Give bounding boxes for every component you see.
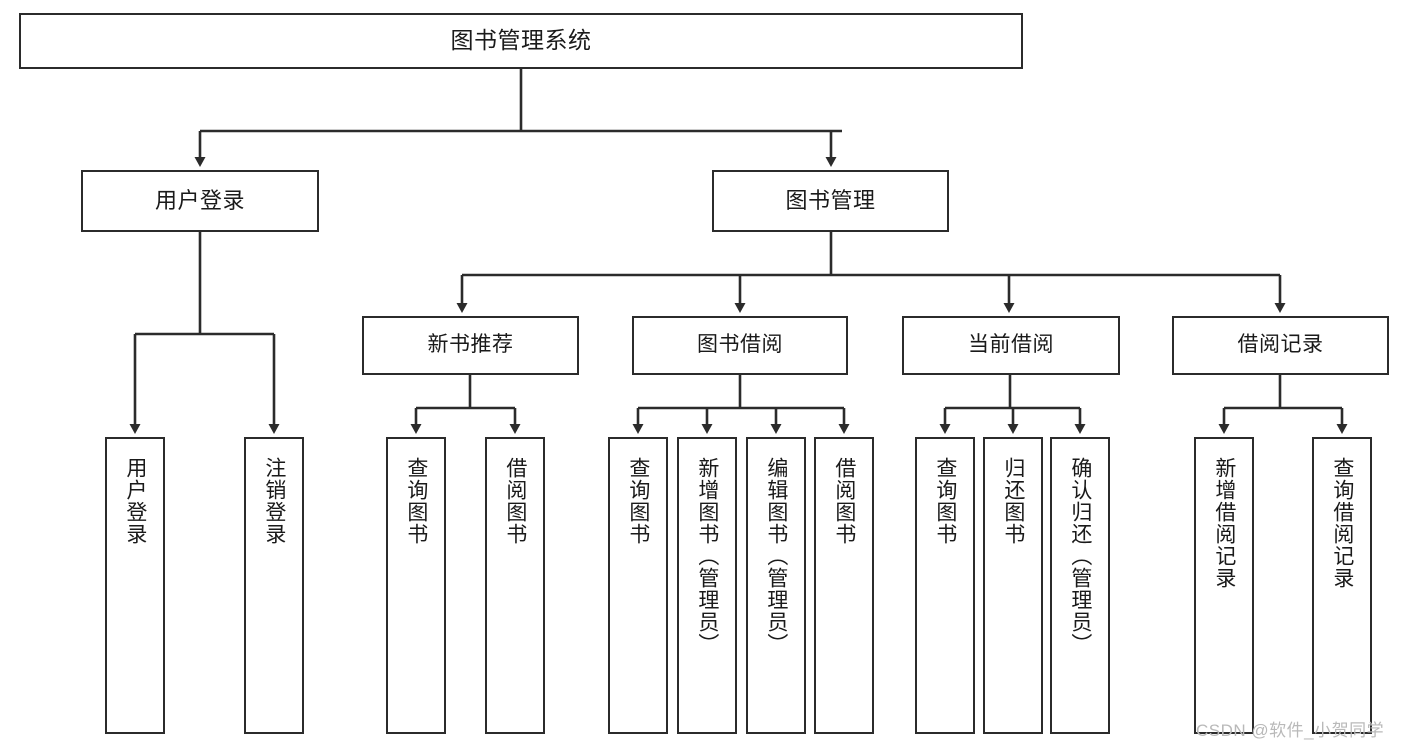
edges-root-to-level2 bbox=[194, 69, 842, 167]
node-book-borrow[interactable]: 图书借阅 bbox=[632, 316, 848, 375]
node-leaf-query-book-borrow[interactable]: 查询图书 bbox=[608, 437, 668, 734]
edges-user-login-to-leaves bbox=[129, 232, 280, 434]
node-leaf-borrow-book[interactable]: 借阅图书 bbox=[814, 437, 874, 734]
node-leaf-add-book[interactable]: 新增图书（管理员） bbox=[677, 437, 737, 734]
edges-new-book-recommend-to-leaves bbox=[410, 375, 521, 434]
node-label: 查询图书 bbox=[626, 457, 650, 545]
node-label: 图书管理 bbox=[785, 188, 876, 214]
node-borrow-record[interactable]: 借阅记录 bbox=[1172, 316, 1389, 375]
node-label: 新增借阅记录 bbox=[1212, 457, 1236, 589]
node-label: 用户登录 bbox=[123, 457, 147, 545]
node-leaf-query-book-current[interactable]: 查询图书 bbox=[915, 437, 975, 734]
node-leaf-user-login[interactable]: 用户登录 bbox=[105, 437, 165, 734]
node-label: 用户登录 bbox=[154, 188, 245, 214]
node-leaf-return-book[interactable]: 归还图书 bbox=[983, 437, 1043, 734]
node-current-borrow[interactable]: 当前借阅 bbox=[902, 316, 1120, 375]
edges-book-manage-to-level3 bbox=[456, 232, 1286, 313]
node-label: 图书借阅 bbox=[697, 333, 783, 357]
node-book-manage[interactable]: 图书管理 bbox=[712, 170, 949, 232]
node-new-book-recommend[interactable]: 新书推荐 bbox=[362, 316, 579, 375]
node-label: 图书管理系统 bbox=[450, 27, 592, 54]
node-label: 确认归还（管理员） bbox=[1068, 457, 1092, 655]
node-label: 编辑图书（管理员） bbox=[764, 457, 788, 655]
csdn-watermark: CSDN @软件_小贺同学 bbox=[1196, 721, 1385, 740]
node-leaf-query-book-new[interactable]: 查询图书 bbox=[386, 437, 446, 734]
edges-current-borrow-to-leaves bbox=[939, 375, 1086, 434]
node-leaf-query-record[interactable]: 查询借阅记录 bbox=[1312, 437, 1372, 734]
node-label: 借阅图书 bbox=[832, 457, 856, 545]
node-leaf-borrow-book-new[interactable]: 借阅图书 bbox=[485, 437, 545, 734]
node-leaf-edit-book[interactable]: 编辑图书（管理员） bbox=[746, 437, 806, 734]
node-label: 借阅图书 bbox=[503, 457, 527, 545]
node-label: 归还图书 bbox=[1001, 457, 1025, 545]
node-label: 当前借阅 bbox=[968, 333, 1054, 357]
edges-book-borrow-to-leaves bbox=[632, 375, 850, 434]
node-label: 新书推荐 bbox=[427, 333, 514, 357]
node-leaf-logout[interactable]: 注销登录 bbox=[244, 437, 304, 734]
node-user-login[interactable]: 用户登录 bbox=[81, 170, 319, 232]
node-root-system[interactable]: 图书管理系统 bbox=[19, 13, 1023, 69]
node-label: 查询图书 bbox=[404, 457, 428, 545]
node-label: 查询借阅记录 bbox=[1330, 457, 1354, 589]
node-leaf-confirm-return[interactable]: 确认归还（管理员） bbox=[1050, 437, 1110, 734]
node-label: 新增图书（管理员） bbox=[695, 457, 719, 655]
node-leaf-add-record[interactable]: 新增借阅记录 bbox=[1194, 437, 1254, 734]
node-label: 查询图书 bbox=[933, 457, 957, 545]
node-label: 借阅记录 bbox=[1237, 333, 1324, 357]
node-label: 注销登录 bbox=[262, 457, 286, 545]
edges-borrow-record-to-leaves bbox=[1218, 375, 1348, 434]
